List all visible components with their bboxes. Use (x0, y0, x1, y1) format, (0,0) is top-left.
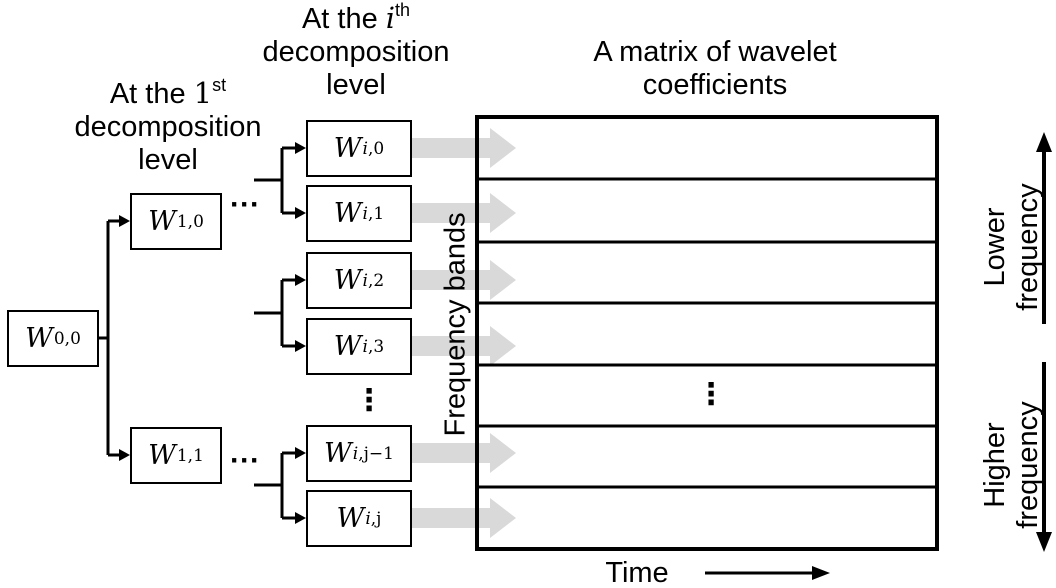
higher-frequency-arrow (1036, 362, 1052, 552)
time-label: Time (605, 557, 669, 588)
hdots-lower: ··· (230, 444, 260, 477)
level-i-connectors (254, 146, 298, 520)
level-i-label: At the ith decomposition level (262, 0, 450, 101)
coefficient-matrix (475, 115, 939, 551)
matrix-title: A matrix of wavelet coefficients (593, 36, 837, 101)
arrowhead-l1-1 (119, 449, 130, 461)
frequency-bands-label: Frequency bands (439, 212, 472, 437)
gray-arrow-band-j (380, 498, 516, 538)
level-i-arrowheads (295, 142, 306, 524)
gray-arrow-band-3 (380, 326, 516, 366)
higher-frequency-label: Higher frequency (979, 401, 1044, 529)
lower-frequency-arrow (1036, 132, 1052, 324)
gray-arrow-band-j1 (380, 433, 516, 473)
hdots-upper: ··· (230, 188, 260, 221)
root-tree-connector (98, 219, 122, 457)
level-1-label: At the 1st decomposition level (74, 75, 262, 176)
vdots-matrix: ⋮ (696, 378, 726, 411)
time-arrow (705, 566, 830, 580)
gray-arrow-band-2 (380, 260, 516, 300)
gray-arrow-band-1 (380, 193, 516, 233)
gray-arrow-band-0 (380, 128, 516, 168)
gray-band-arrows (380, 128, 516, 538)
lower-frequency-label: Lower frequency (979, 183, 1044, 311)
vdots-level-i: ⋮ (354, 384, 384, 417)
arrowhead-l1-0 (119, 215, 130, 227)
